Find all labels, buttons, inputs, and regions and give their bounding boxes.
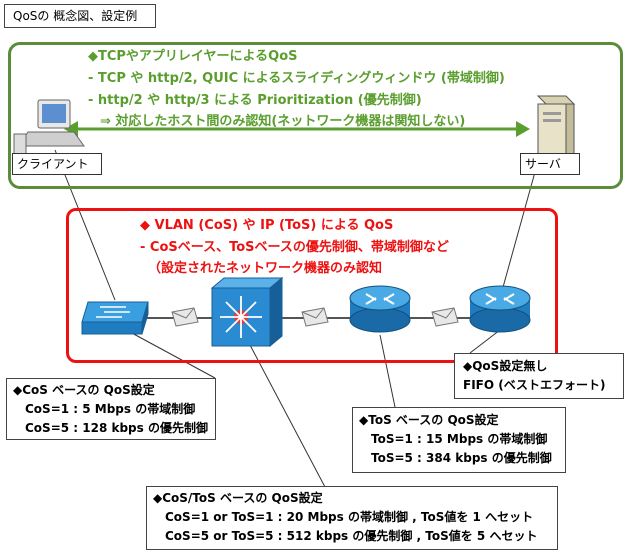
cos-settings-callout: ◆CoS ベースの QoS設定 CoS=1 : 5 Mbps の帯域制御 CoS… — [6, 378, 216, 440]
tos-leader-line — [379, 334, 396, 408]
server-label: サーバ — [520, 153, 580, 175]
app-layer-line1: - TCP や http/2, QUIC によるスライディングウィンドウ (帯域… — [88, 71, 505, 86]
packet-icon — [431, 307, 459, 327]
tos-settings-callout: ◆ToS ベースの QoS設定 ToS=1 : 15 Mbps の帯域制御 To… — [352, 407, 566, 473]
cos-settings-line1: CoS=1 : 5 Mbps の帯域制御 — [25, 402, 196, 416]
costos-settings-callout: ◆CoS/ToS ベースの QoS設定 CoS=1 or ToS=1 : 20 … — [146, 486, 558, 550]
tos-settings-title: ◆ToS ベースの QoS設定 — [359, 413, 499, 427]
l3-switch-icon — [210, 276, 284, 348]
server-link-line — [499, 171, 536, 299]
server-icon — [536, 95, 576, 161]
client-pc-icon — [13, 99, 85, 155]
network-layer-box — [66, 208, 558, 363]
cos-settings-title: ◆CoS ベースの QoS設定 — [13, 383, 155, 397]
packet-icon — [171, 307, 199, 327]
costos-leader-line — [249, 344, 326, 488]
diagram-title: QoSの 概念図、設定例 — [4, 4, 156, 28]
l2-switch-icon — [81, 301, 149, 335]
cos-settings-line2: CoS=5 : 128 kbps の優先制御 — [25, 421, 208, 435]
tos-settings-line2: ToS=5 : 384 kbps の優先制御 — [371, 451, 552, 465]
client-link-line — [54, 149, 116, 301]
network-layer-heading: ◆ VLAN (CoS) や IP (ToS) による QoS — [140, 218, 394, 233]
tos-settings-line1: ToS=1 : 15 Mbps の帯域制御 — [371, 432, 548, 446]
network-layer-line2: （設定されたネットワーク機器のみ認知 — [148, 261, 383, 276]
app-layer-heading: ◆TCPやアプリレイヤーによるQoS — [88, 49, 298, 64]
costos-settings-line1: CoS=1 or ToS=1 : 20 Mbps の帯域制御 , ToS値を 1… — [165, 510, 534, 524]
packet-icon — [301, 307, 329, 327]
network-layer-line1: - CoSベース、ToSベースの優先制御、帯域制御など — [140, 240, 449, 255]
costos-settings-line2: CoS=5 or ToS=5 : 512 kbps の優先制御 , ToS値を … — [165, 529, 538, 543]
fifo-callout: ◆QoS設定無し FIFO (ベストエフォート) — [454, 353, 624, 399]
fifo-leader-line — [469, 329, 501, 354]
router-fifo-icon — [469, 285, 531, 333]
client-label: クライアント — [12, 153, 102, 175]
fifo-line1: FIFO (ベストエフォート) — [463, 378, 606, 392]
app-layer-box — [8, 42, 623, 189]
router-tos-icon — [349, 285, 411, 333]
app-layer-line2: - http/2 や http/3 による Prioritization (優先… — [88, 93, 422, 108]
fifo-title: ◆QoS設定無し — [463, 359, 548, 373]
costos-settings-title: ◆CoS/ToS ベースの QoS設定 — [153, 491, 323, 505]
cos-leader-line — [129, 331, 216, 379]
app-layer-line3: ⇒ 対応したホスト間のみ認知(ネットワーク機器は関知しない) — [100, 114, 466, 129]
